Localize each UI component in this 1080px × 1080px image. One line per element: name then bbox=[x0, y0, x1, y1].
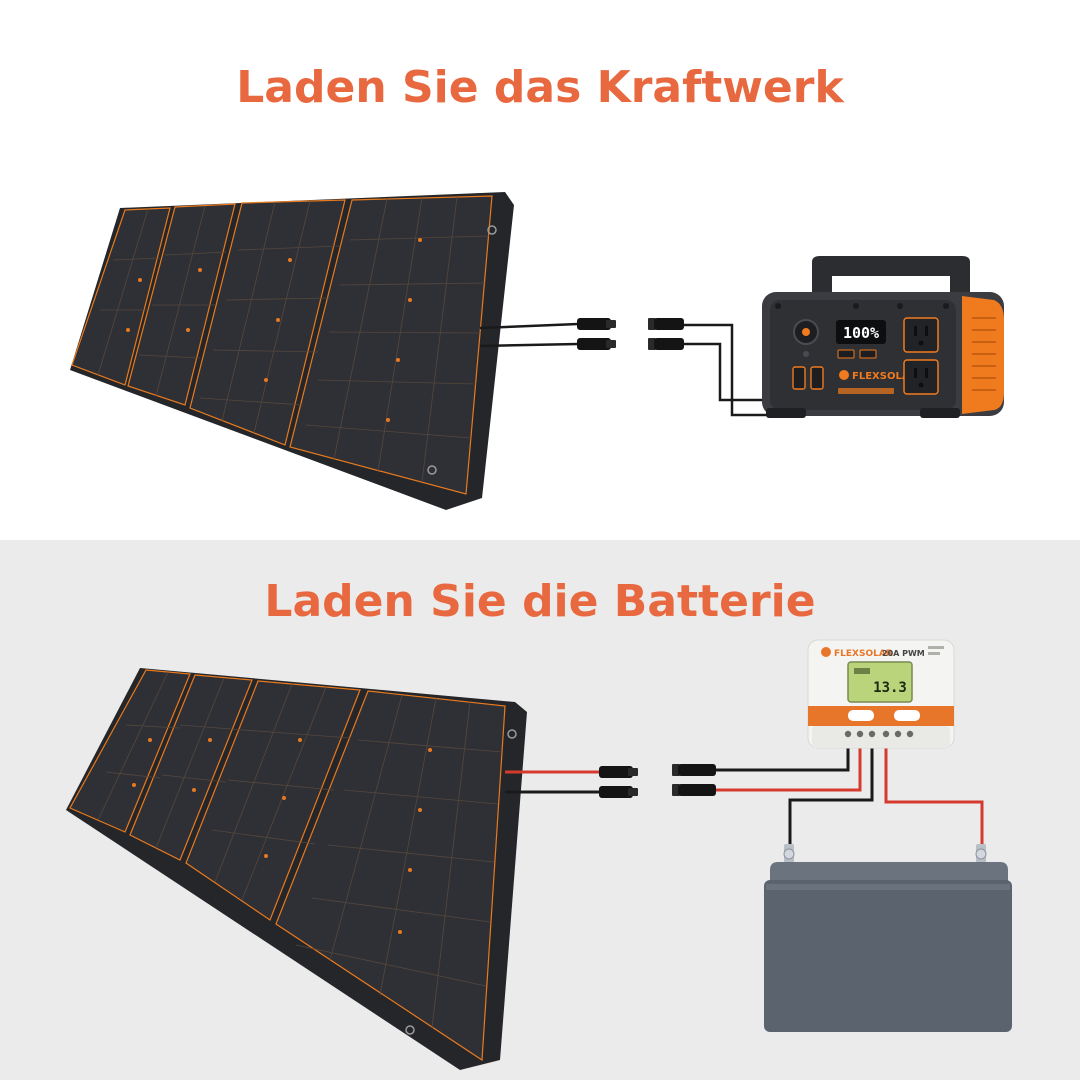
section-charge-battery: Laden Sie die Batterie bbox=[0, 540, 1080, 1080]
solar-cell-group bbox=[189, 199, 346, 446]
controller-model-label: 20A PWM bbox=[882, 649, 925, 658]
mc4-connector-pair-right bbox=[648, 318, 684, 350]
controller-button-right bbox=[894, 710, 920, 721]
solar-cell-group bbox=[129, 674, 253, 861]
solar-cell-group bbox=[275, 690, 506, 1062]
mc4-connector-pair-left-bottom bbox=[599, 766, 638, 798]
controller-display-value: 13.3 bbox=[873, 680, 907, 696]
section-charge-power-station: Laden Sie das Kraftwerk bbox=[70, 62, 1004, 510]
station-display bbox=[836, 320, 886, 344]
solar-cell-group bbox=[69, 669, 191, 833]
solar-cell-group bbox=[289, 195, 493, 495]
mc4-connector-pair-right-bottom bbox=[672, 764, 716, 796]
solar-panel-bottom bbox=[66, 668, 527, 1070]
power-station-scene: 100% FLEXSOLAR bbox=[70, 192, 1004, 510]
station-brand-label: FLEXSOLAR bbox=[852, 371, 918, 382]
charge-controller: FLEXSOLAR 20A PWM 13.3 bbox=[807, 639, 955, 749]
battery bbox=[764, 844, 1012, 1032]
headline-charge-power-station: Laden Sie das Kraftwerk bbox=[236, 62, 844, 113]
solar-cell-group bbox=[71, 207, 171, 386]
solar-cell-group bbox=[127, 203, 236, 406]
station-display-value: 100% bbox=[843, 324, 879, 342]
battery-scene: FLEXSOLAR 20A PWM 13.3 bbox=[66, 639, 1012, 1070]
power-station: 100% FLEXSOLAR bbox=[762, 256, 1004, 418]
mc4-connector-pair-left bbox=[577, 318, 616, 350]
headline-charge-battery: Laden Sie die Batterie bbox=[264, 576, 816, 627]
controller-button-left bbox=[848, 710, 874, 721]
solar-panel-top bbox=[70, 192, 514, 510]
controller-brand-label: FLEXSOLAR bbox=[834, 649, 893, 659]
cables-top bbox=[479, 322, 800, 417]
cables-bottom bbox=[505, 740, 984, 858]
